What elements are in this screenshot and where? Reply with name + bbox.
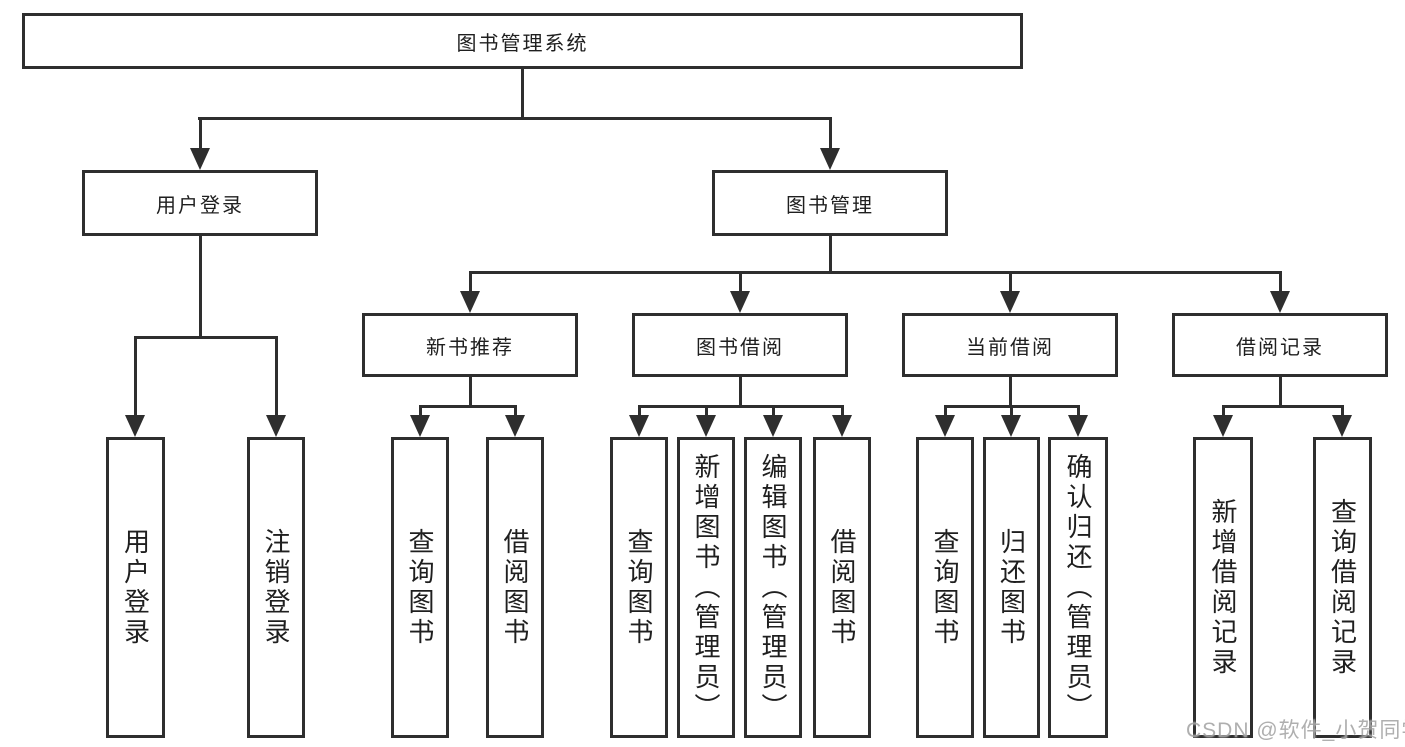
- leaf-current-query-books: 查询图书: [916, 437, 974, 738]
- leaf-label: 确认归还（管理员）: [1063, 452, 1093, 723]
- leaf-borrowing-query-books: 查询图书: [610, 437, 668, 738]
- arrow-down-icon: [266, 415, 286, 437]
- leaf-label: 查询图书: [624, 527, 654, 648]
- connector-book-borrow-stem: [739, 377, 742, 407]
- leaf-label: 用户登录: [120, 527, 151, 648]
- connector-stub: [638, 405, 641, 417]
- node-label: 图书借阅: [696, 336, 784, 359]
- leaf-current-confirm-return-admin: 确认归还（管理员）: [1048, 437, 1108, 738]
- node-label: 图书管理: [786, 194, 874, 217]
- node-label: 图书管理系统: [456, 32, 589, 55]
- connector-root-stem: [521, 68, 524, 120]
- connector-drop-logout-leaf: [275, 336, 278, 416]
- connector-stub: [841, 405, 844, 417]
- connector-new-books-stem: [469, 377, 472, 407]
- connector-stub: [1341, 405, 1344, 417]
- leaf-label: 编辑图书（管理员）: [758, 452, 788, 723]
- arrow-down-icon: [629, 415, 649, 437]
- connector-book-mgmt-stem: [829, 236, 832, 273]
- node-borrowing-records: 借阅记录: [1172, 313, 1388, 377]
- leaf-label: 查询图书: [930, 527, 960, 648]
- connector-bus-level3: [469, 271, 1281, 274]
- leaf-label: 新增图书（管理员）: [691, 452, 721, 723]
- node-new-book-recommend: 新书推荐: [362, 313, 578, 377]
- node-label: 借阅记录: [1236, 336, 1324, 359]
- leaf-user-login: 用户登录: [106, 437, 165, 738]
- connector-drop-new-books: [469, 271, 472, 293]
- connector-drop-book-borrow: [739, 271, 742, 293]
- connector-drop-borrow-records: [1279, 271, 1282, 293]
- leaf-label: 查询借阅记录: [1327, 497, 1358, 678]
- leaf-label: 借阅图书: [500, 527, 530, 648]
- leaf-current-return-books: 归还图书: [983, 437, 1040, 738]
- node-label: 新书推荐: [426, 336, 514, 359]
- connector-stub: [705, 405, 708, 417]
- leaf-label: 注销登录: [261, 527, 291, 648]
- connector-split-new-books: [419, 405, 517, 408]
- connector-split-book-borrow: [638, 405, 844, 408]
- node-library-system: 图书管理系统: [22, 13, 1023, 69]
- arrow-down-icon: [763, 415, 783, 437]
- node-book-management: 图书管理: [712, 170, 948, 236]
- leaf-records-add-record: 新增借阅记录: [1193, 437, 1253, 738]
- connector-stub: [772, 405, 775, 417]
- node-current-borrowing: 当前借阅: [902, 313, 1118, 377]
- connector-split-borrow-records: [1222, 405, 1344, 408]
- connector-drop-login-leaf: [134, 336, 137, 416]
- connector-stub: [1010, 405, 1013, 417]
- leaf-label: 归还图书: [996, 527, 1027, 648]
- connector-stub: [419, 405, 422, 417]
- node-label: 用户登录: [156, 194, 244, 217]
- arrow-down-icon: [1270, 291, 1290, 313]
- connector-stub: [1222, 405, 1225, 417]
- node-user-login: 用户登录: [82, 170, 318, 236]
- arrow-down-icon: [730, 291, 750, 313]
- arrow-down-icon: [1068, 415, 1088, 437]
- arrow-down-icon: [505, 415, 525, 437]
- arrow-down-icon: [125, 415, 145, 437]
- arrow-down-icon: [820, 148, 840, 170]
- leaf-borrowing-add-books-admin: 新增图书（管理员）: [677, 437, 735, 738]
- arrow-down-icon: [190, 148, 210, 170]
- arrow-down-icon: [832, 415, 852, 437]
- arrow-down-icon: [1332, 415, 1352, 437]
- arrow-down-icon: [1001, 415, 1021, 437]
- leaf-newbooks-borrow-books: 借阅图书: [486, 437, 544, 738]
- leaf-label: 借阅图书: [827, 527, 857, 648]
- connector-stub: [514, 405, 517, 417]
- connector-stub: [1077, 405, 1080, 417]
- leaf-label: 查询图书: [405, 527, 435, 648]
- leaf-newbooks-query-books: 查询图书: [391, 437, 449, 738]
- connector-user-login-stem: [199, 236, 202, 338]
- leaf-borrowing-borrow-books: 借阅图书: [813, 437, 871, 738]
- connector-bus-level2: [198, 117, 832, 120]
- connector-drop-user-login: [199, 117, 202, 150]
- leaf-logout: 注销登录: [247, 437, 305, 738]
- arrow-down-icon: [1213, 415, 1233, 437]
- leaf-label: 新增借阅记录: [1208, 497, 1238, 678]
- node-book-borrowing: 图书借阅: [632, 313, 848, 377]
- leaf-records-query-record: 查询借阅记录: [1313, 437, 1372, 738]
- connector-split-user-login: [134, 336, 278, 339]
- connector-current-borrow-stem: [1009, 377, 1012, 407]
- arrow-down-icon: [410, 415, 430, 437]
- arrow-down-icon: [460, 291, 480, 313]
- arrow-down-icon: [696, 415, 716, 437]
- csdn-watermark: CSDN @软件_小贺同学: [1186, 719, 1405, 742]
- connector-stub: [944, 405, 947, 417]
- connector-borrow-records-stem: [1279, 377, 1282, 407]
- connector-drop-current-borrow: [1009, 271, 1012, 293]
- arrow-down-icon: [935, 415, 955, 437]
- leaf-borrowing-edit-books-admin: 编辑图书（管理员）: [744, 437, 802, 738]
- arrow-down-icon: [1000, 291, 1020, 313]
- node-label: 当前借阅: [966, 336, 1054, 359]
- connector-drop-book-mgmt: [829, 117, 832, 150]
